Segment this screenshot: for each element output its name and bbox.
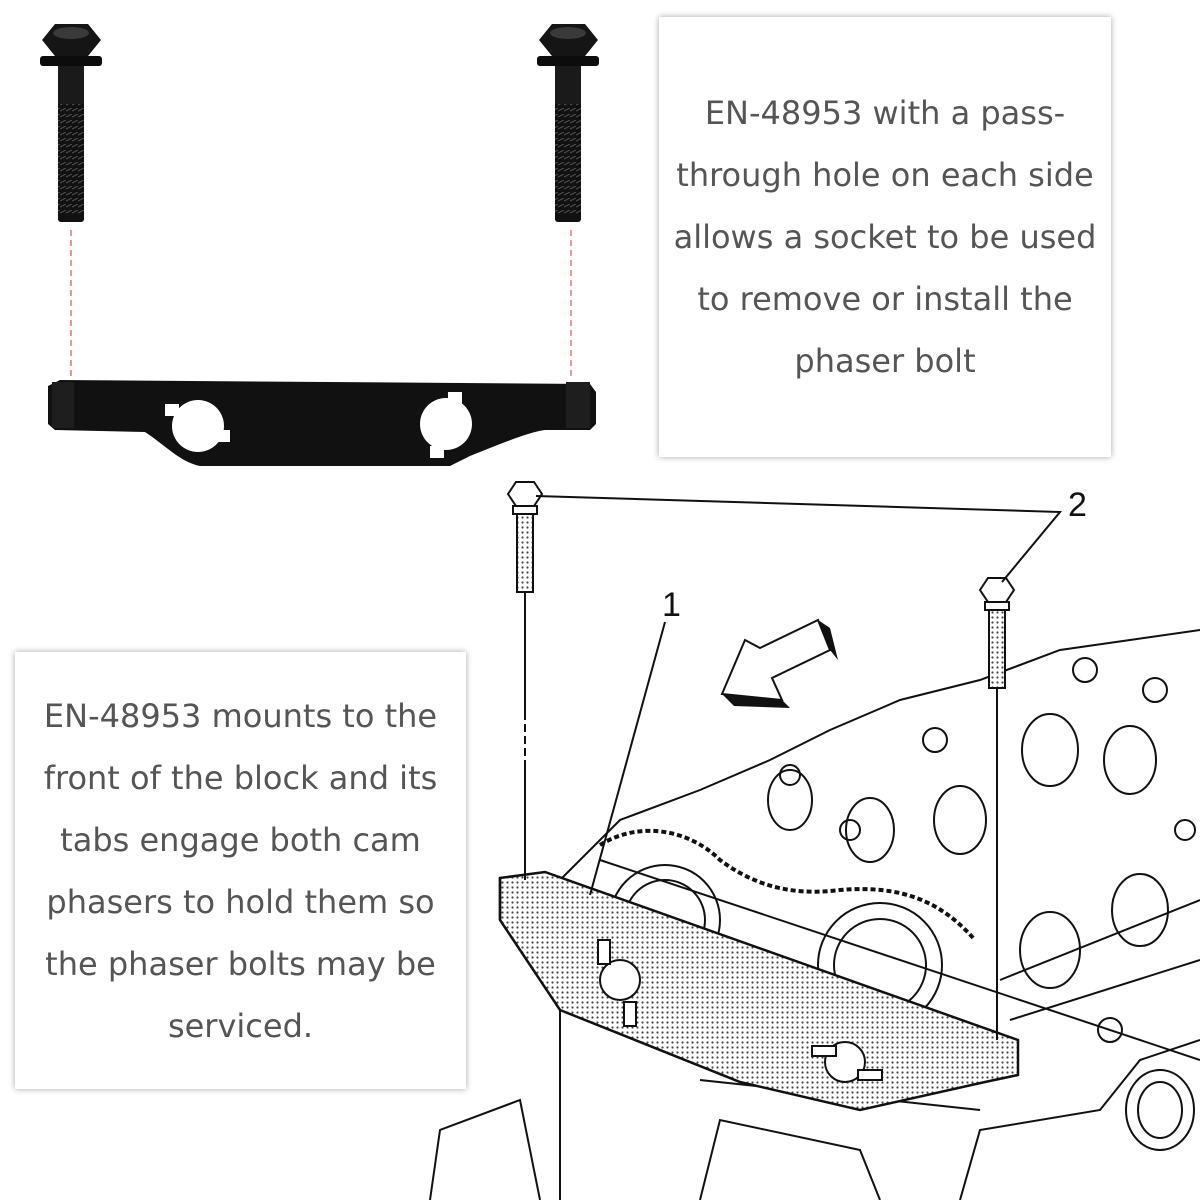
tool-mounted-on-engine xyxy=(498,870,1020,1112)
callout-mounting-description: EN-48953 mounts to the front of the bloc… xyxy=(15,652,466,1089)
callout-bottom-text: EN-48953 mounts to the front of the bloc… xyxy=(43,696,438,1045)
diagram-bolt-left xyxy=(506,481,544,880)
label-bolt: 2 xyxy=(1068,486,1087,524)
callout-top-text: EN-48953 with a pass-through hole on eac… xyxy=(673,94,1097,380)
diagram-bolt-right xyxy=(978,577,1016,1040)
tool-hole-right xyxy=(420,392,472,458)
callout-pass-through-hole: EN-48953 with a pass-through hole on eac… xyxy=(659,17,1111,457)
front-direction-arrow-icon xyxy=(720,618,838,708)
label-tool: 1 xyxy=(662,586,681,624)
leader-line-label-1 xyxy=(589,621,666,896)
bolt-right-photo xyxy=(537,24,599,222)
mounted-tool-hole-right xyxy=(811,1041,883,1083)
leader-line-label-2 xyxy=(535,495,1063,583)
bolt-left-photo xyxy=(40,24,102,222)
mounted-tool-hole-left xyxy=(597,939,641,1027)
phaser-holding-tool-photo xyxy=(48,380,596,466)
tool-hole-left xyxy=(165,400,230,452)
